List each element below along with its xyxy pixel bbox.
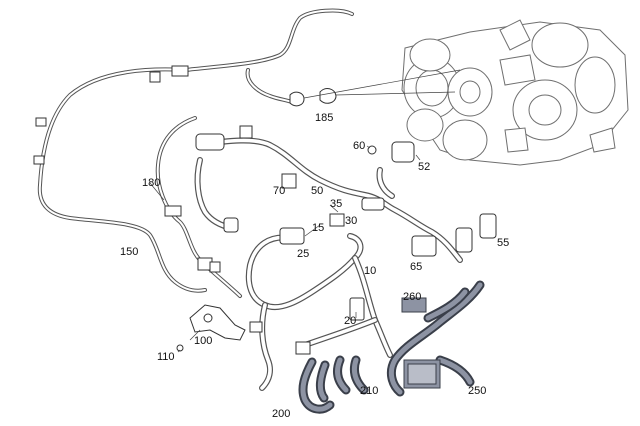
callout-150: 150 (120, 246, 138, 258)
callout-210: 210 (360, 385, 378, 397)
callout-180: 180 (142, 177, 160, 189)
callout-15: 15 (312, 222, 324, 234)
callout-55: 55 (497, 237, 509, 249)
hose-top (149, 8, 354, 107)
turbocharger-assembly (401, 19, 629, 166)
callout-65: 65 (410, 261, 422, 273)
hose-150 (33, 67, 207, 293)
leader-lines (149, 69, 461, 353)
callout-100: 100 (194, 335, 212, 347)
bracket-100 (176, 304, 246, 352)
callout-10: 10 (364, 265, 376, 277)
callout-110: 110 (157, 351, 175, 363)
callout-60: 60 (353, 140, 365, 152)
callouts: 10 15 20 25 30 35 50 52 55 60 65 70 100 … (120, 112, 509, 420)
hose-250 (386, 280, 485, 397)
hose-210 (333, 355, 369, 395)
callout-20: 20 (344, 315, 356, 327)
hose-10 (245, 213, 393, 391)
callout-200: 200 (272, 408, 290, 420)
callout-52: 52 (418, 161, 430, 173)
callout-260: 260 (403, 291, 421, 303)
hose-50 (194, 125, 497, 263)
callout-30: 30 (345, 215, 357, 227)
callout-185: 185 (315, 112, 333, 124)
callout-50: 50 (311, 185, 323, 197)
callout-25: 25 (297, 248, 309, 260)
hose-260 (401, 297, 427, 313)
hose-180 (155, 116, 242, 298)
callout-70: 70 (273, 185, 285, 197)
callout-35: 35 (330, 198, 342, 210)
hose-200 (298, 357, 335, 414)
callout-250: 250 (468, 385, 486, 397)
